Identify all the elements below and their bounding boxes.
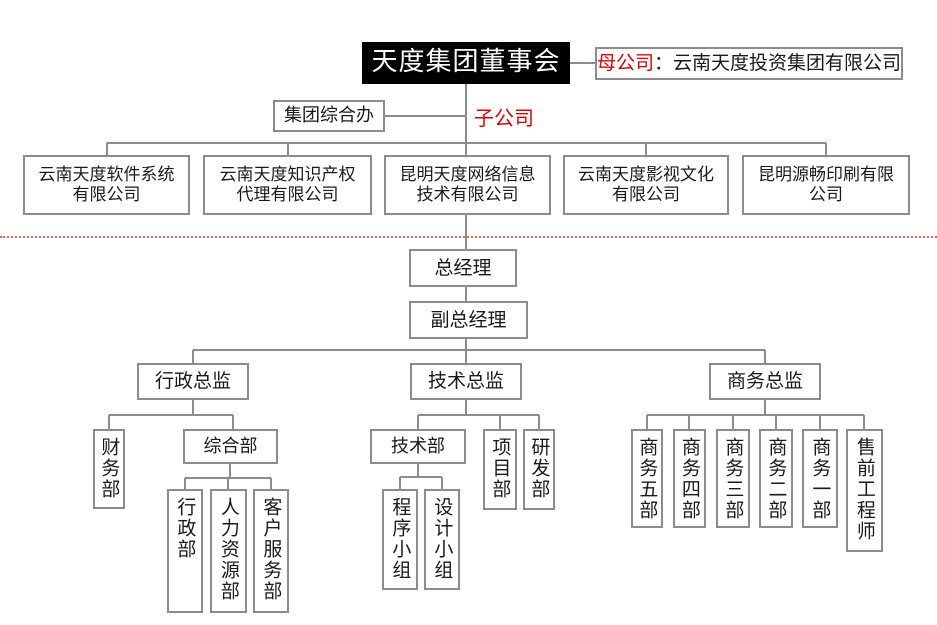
node-rnd-dept: 研发部 <box>523 429 555 510</box>
company-line: 代理有限公司 <box>236 185 339 205</box>
company-line: 有限公司 <box>72 185 141 205</box>
node-general-affairs-dept: 综合部 <box>183 429 278 464</box>
node-design-team: 设计小组 <box>424 489 460 590</box>
node-business-dept-3: 商务三部 <box>716 429 750 528</box>
node-business-director: 商务总监 <box>709 363 821 400</box>
subsidiary-label: 子公司 <box>474 106 534 130</box>
node-company-film-culture: 云南天度影视文化 有限公司 <box>563 155 729 215</box>
node-tech-director: 技术总监 <box>410 363 522 400</box>
vertical-label: 研发部 <box>528 437 551 500</box>
node-customer-service-dept: 客户服务部 <box>253 489 289 613</box>
company-line: 公司 <box>809 185 843 205</box>
company-line: 云南天度知识产权 <box>219 164 356 185</box>
node-finance-dept: 财务部 <box>93 429 125 509</box>
vertical-label: 商务四部 <box>678 437 701 521</box>
vertical-label: 商务二部 <box>765 437 788 521</box>
node-business-dept-4: 商务四部 <box>673 429 706 528</box>
parent-company-prefix: 母公司 <box>596 52 654 75</box>
company-line: 技术有限公司 <box>416 185 519 205</box>
node-company-ip-agency: 云南天度知识产权 代理有限公司 <box>203 155 372 215</box>
node-general-manager: 总经理 <box>409 249 517 287</box>
node-admin-director: 行政总监 <box>137 363 249 400</box>
vertical-label: 项目部 <box>489 437 512 500</box>
company-line: 昆明天度网络信息 <box>399 164 536 185</box>
vertical-label: 商务一部 <box>809 437 832 521</box>
node-parent-company: 母公司：云南天度投资集团有限公司 <box>595 47 903 80</box>
parent-company-name: ：云南天度投资集团有限公司 <box>654 52 902 75</box>
node-group-office: 集团综合办 <box>273 100 385 132</box>
company-line: 云南天度软件系统 <box>38 164 175 185</box>
node-company-software: 云南天度软件系统 有限公司 <box>23 155 190 215</box>
node-company-network-info: 昆明天度网络信息 技术有限公司 <box>384 155 551 215</box>
vertical-label: 设计小组 <box>431 497 454 581</box>
company-line: 有限公司 <box>612 185 680 205</box>
company-line: 云南天度影视文化 <box>578 164 714 185</box>
node-business-dept-2: 商务二部 <box>759 429 793 528</box>
vertical-label: 客户服务部 <box>260 497 283 602</box>
vertical-label: 财务部 <box>98 437 121 500</box>
vertical-label: 程序小组 <box>389 497 412 581</box>
node-tech-dept: 技术部 <box>370 429 466 464</box>
vertical-label: 人力资源部 <box>217 497 240 602</box>
node-board: 天度集团董事会 <box>362 42 570 84</box>
node-business-dept-1: 商务一部 <box>802 429 838 528</box>
red-dotted-divider <box>0 236 937 238</box>
node-company-printing: 昆明源畅印刷有限 公司 <box>742 155 910 215</box>
vertical-label: 商务五部 <box>636 437 659 521</box>
vertical-label: 商务三部 <box>722 437 745 521</box>
node-business-dept-5: 商务五部 <box>631 429 663 528</box>
node-presales-engineer: 售前工程师 <box>846 429 883 552</box>
node-hr-dept: 人力资源部 <box>210 489 247 613</box>
vertical-label: 售前工程师 <box>853 437 876 542</box>
company-line: 昆明源畅印刷有限 <box>758 164 894 185</box>
node-programming-team: 程序小组 <box>382 489 418 590</box>
vertical-label: 行政部 <box>174 497 197 560</box>
node-administration-dept: 行政部 <box>167 489 203 613</box>
node-project-dept: 项目部 <box>483 429 517 510</box>
node-deputy-general-manager: 副总经理 <box>409 301 528 339</box>
